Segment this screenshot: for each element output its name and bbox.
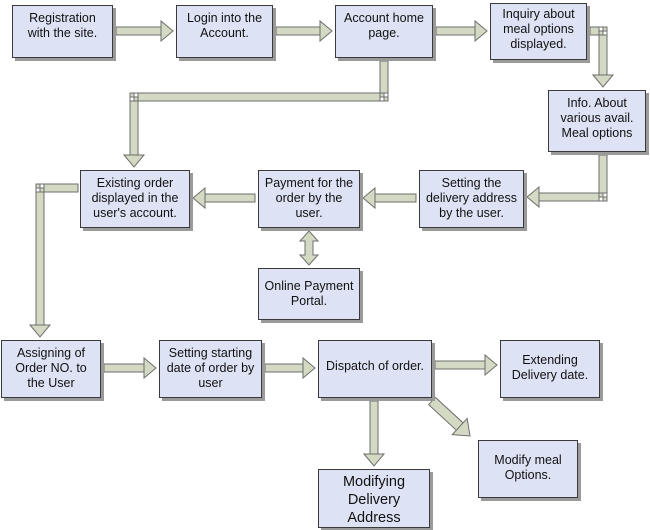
arrow-registration-to-login [115,19,174,43]
node-online-payment-portal: Online Payment Portal. [258,268,360,320]
arrow-inquiry-to-info [589,26,615,88]
node-dispatch-order: Dispatch of order. [318,340,432,398]
node-setting-delivery-address: Setting the delivery address by the user… [419,170,524,228]
arrow-login-to-account-home [275,19,333,43]
arrow-address-to-payment [362,186,417,210]
arrow-start-date-to-dispatch [264,356,316,380]
node-login: Login into the Account. [176,5,273,58]
node-modify-meal-options: Modify meal Options. [478,440,578,498]
connector-arrows [28,19,615,467]
node-modifying-delivery-address: Modifying Delivery Address [318,469,430,528]
arrow-dispatch-to-modify-address [362,400,386,467]
node-inquiry-meal-options: Inquiry about meal options displayed. [490,3,587,60]
node-registration: Registration with the site. [12,5,113,58]
node-setting-start-date: Setting starting date of order by user [159,340,262,398]
arrow-account-home-to-existing-order [122,60,389,168]
node-info-meal-options: Info. About various avail. Meal options [548,90,646,152]
arrow-dispatch-to-extend-date [434,353,498,377]
arrow-payment-to-existing-order [192,186,256,210]
arrow-account-home-to-inquiry [435,19,488,43]
arrow-dispatch-to-modify-meal [427,396,471,437]
node-existing-order: Existing order displayed in the user's a… [80,170,190,228]
node-extending-delivery-date: Extending Delivery date. [500,340,600,398]
arrow-info-to-address [526,154,608,209]
arrow-payment-online-portal [298,230,320,266]
node-payment: Payment for the order by the user. [258,170,360,228]
node-assign-order-number: Assigning of Order NO. to the User [1,340,101,398]
arrow-existing-order-to-assign [28,183,79,338]
node-account-home: Account home page. [335,5,433,58]
arrow-assign-to-start-date [103,356,157,380]
